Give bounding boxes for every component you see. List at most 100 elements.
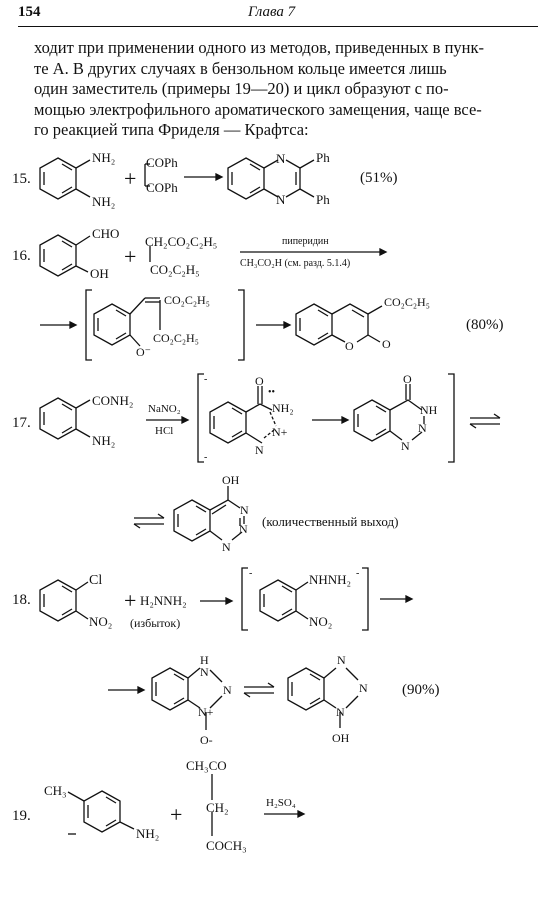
- n-plus-atom: N+: [272, 425, 288, 439]
- example-17: 17. CONH₂ NH₂ NaNO₂ HCl - -: [12, 372, 501, 554]
- example-number: 16.: [12, 248, 31, 264]
- salicylaldehyde: [39, 234, 91, 277]
- nh2-label: NH₂: [92, 433, 115, 448]
- bracket-charge: -: [249, 568, 252, 579]
- conh2-label: CONH₂: [92, 393, 133, 408]
- oh-label: OH: [90, 266, 109, 281]
- hydroxybenzotriazine: [173, 486, 245, 542]
- n-atom: N: [337, 653, 346, 667]
- body-line: те А. В других случаях в бензольном коль…: [34, 58, 447, 78]
- cho-label: CHO: [92, 226, 119, 241]
- ester-label: CO₂C₂H₅: [153, 331, 199, 345]
- body-line: один заместитель (примеры 19—20) и цикл …: [34, 79, 449, 98]
- example-number: 15.: [12, 171, 31, 187]
- reaction-arrow: [240, 247, 388, 257]
- reagent-label: H₂SO₄: [266, 797, 296, 809]
- n-atom: N: [359, 681, 368, 695]
- coumarin-ester: [295, 303, 383, 346]
- n-plus-atom: N+: [198, 705, 214, 719]
- example-18: 18. Cl NO₂ + H₂NNH₂ (избыток) - -: [12, 567, 440, 747]
- nh2-label: NH₂: [136, 826, 159, 841]
- reaction-arrow: [184, 172, 224, 182]
- oh-label: OH: [332, 731, 350, 745]
- ch2-label: CH₂: [206, 800, 229, 815]
- yield: (90%): [402, 682, 440, 698]
- chapter-title: Глава 7: [248, 4, 296, 20]
- equilibrium-arrows: [243, 682, 275, 698]
- cl-label: Cl: [89, 573, 102, 588]
- ph-label: Ph: [316, 192, 330, 207]
- condensation-intermediate: [93, 297, 161, 347]
- reaction-arrow: [264, 809, 306, 819]
- excess-label: (избыток): [130, 616, 180, 630]
- bracket: [197, 373, 455, 463]
- hydroxybenzotriazole: [287, 667, 359, 728]
- example-number: 18.: [12, 592, 31, 608]
- body-line: мощью электрофильного ароматического зам…: [34, 99, 482, 119]
- equilibrium-arrows: [469, 413, 501, 429]
- nh2-label: NH₂: [92, 194, 115, 209]
- ring-oxygen: O: [345, 339, 354, 353]
- n-atom: N: [222, 540, 231, 554]
- reaction-arrow: [200, 596, 234, 606]
- reaction-arrow: [312, 415, 350, 425]
- plus-sign: +: [124, 588, 136, 613]
- bracket-charge: -: [356, 568, 359, 579]
- yield: (80%): [466, 317, 504, 333]
- diazonium-intermediate: [209, 386, 277, 444]
- o-minus-atom: O-: [200, 733, 213, 747]
- anthranilamide: [39, 397, 91, 440]
- chloronitrobenzene: [39, 579, 89, 622]
- no2-label: NO₂: [309, 614, 332, 629]
- plus-sign: +: [124, 166, 136, 191]
- bracket: [85, 289, 245, 361]
- ch3co-label: CH₃CO: [186, 758, 227, 773]
- reagent-label: CH₃CO₂H (см. разд. 5.1.4): [240, 258, 350, 269]
- reaction-arrow: [40, 320, 78, 330]
- reaction-arrow: [256, 320, 292, 330]
- n-atom: N: [401, 439, 410, 453]
- body-line: ходит при применении одного из методов, …: [34, 38, 484, 57]
- n-atom: N: [418, 421, 427, 435]
- yield: (51%): [360, 170, 398, 186]
- plus-sign: +: [170, 802, 182, 827]
- bracket: [241, 567, 369, 631]
- example-number: 17.: [12, 415, 31, 431]
- nhnh2-label: NHNH₂: [309, 572, 351, 587]
- quinoxaline: [227, 157, 315, 200]
- ph-label: Ph: [316, 150, 330, 165]
- benzil: [144, 163, 150, 187]
- reaction-arrow: [108, 685, 146, 695]
- ester-label: CO₂C₂H₅: [384, 295, 430, 309]
- carbonyl-oxygen: O: [382, 337, 391, 351]
- reagent-label: пиперидин: [282, 236, 329, 247]
- coph-label: COPh: [146, 180, 178, 195]
- hydrazine-label: H₂NNH₂: [140, 593, 187, 608]
- lone-pair: ••: [268, 387, 275, 398]
- n-atom: N: [276, 192, 286, 207]
- body-paragraph: ходит при применении одного из методов, …: [34, 38, 539, 141]
- coch3-label: COCH₃: [206, 838, 247, 853]
- header-rule: [18, 26, 538, 27]
- ch2co2et-label: CH₂CO₂C₂H₅: [145, 234, 217, 249]
- oxygen-atom: O: [255, 374, 264, 388]
- ester-label: CO₂C₂H₅: [164, 293, 210, 307]
- n-atom: N: [223, 683, 232, 697]
- oh-label: OH: [222, 473, 240, 487]
- reaction-arrow: [146, 415, 190, 425]
- page-header: 154 Глава 7: [18, 4, 538, 24]
- o-minus-label: O⁻: [136, 345, 151, 359]
- no2-label: NO₂: [89, 614, 112, 629]
- ch3-label: CH₃: [44, 783, 67, 798]
- bracket-charge: -: [204, 374, 207, 385]
- example-15: 15. NH₂ NH₂ + COPh COPh: [12, 150, 398, 209]
- oxygen-atom: O: [403, 372, 412, 386]
- body-line: го реакцией типа Фриделя — Крафтса:: [34, 120, 309, 139]
- page-number: 154: [18, 4, 41, 20]
- benzotriazinone: [353, 384, 425, 442]
- o-phenylenediamine: [39, 157, 91, 200]
- nh-label: NH: [420, 403, 438, 417]
- n-atom: N: [239, 522, 248, 536]
- h-atom: H: [200, 653, 209, 667]
